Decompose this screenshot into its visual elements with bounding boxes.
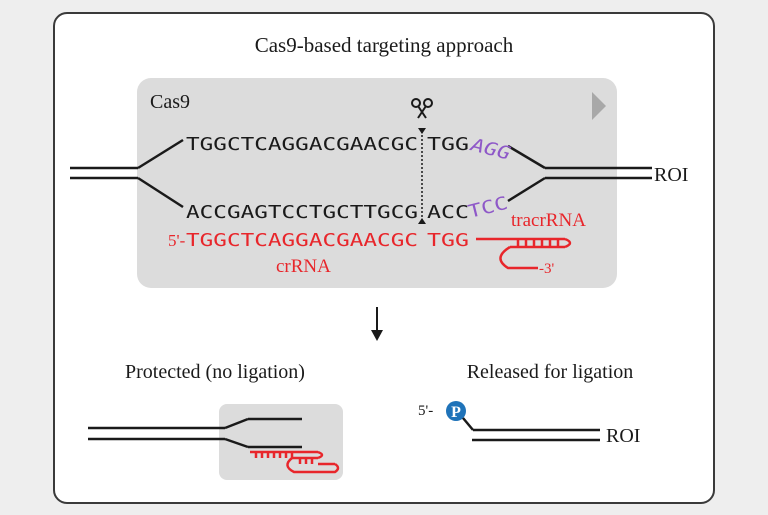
left-dna-duplex: [70, 138, 184, 209]
phosphate-icon: [446, 401, 466, 421]
play-icon: [592, 92, 606, 120]
protected-rna-hairpin: [250, 450, 340, 474]
roi-label-bottom: ROI: [606, 425, 640, 447]
right-dna-duplex: [507, 144, 652, 203]
crrna-label: crRNA: [276, 256, 331, 277]
down-arrow-icon: [371, 307, 383, 341]
released-label: Released for ligation: [467, 361, 634, 383]
tracrrna-label: tracrRNA: [511, 210, 586, 231]
protected-cas9-box: [219, 404, 343, 480]
top-strand-tail: TGG: [427, 134, 469, 155]
five-prime-label: 5'-: [418, 403, 433, 419]
crrna-sequence: TGGCTCAGGACGAACGC: [186, 230, 418, 251]
released-dna-duplex: [462, 417, 600, 442]
tracrrna-hairpin: [476, 237, 572, 270]
diagram-title: Cas9-based targeting approach: [255, 33, 514, 57]
scissors-icon: [411, 98, 433, 119]
crrna-tail: TGG: [427, 230, 469, 251]
cas9-label: Cas9: [150, 91, 190, 113]
bottom-strand-tail: ACC: [427, 202, 469, 223]
phosphate-label: P: [451, 404, 461, 421]
bottom-strand-sequence: ACCGAGTCCTGCTTGCG: [186, 202, 418, 223]
roi-label-top: ROI: [654, 164, 688, 186]
protected-dna-duplex: [88, 417, 302, 449]
cut-site-markers: [418, 128, 426, 224]
cas9-box: [137, 78, 617, 288]
crrna-prefix: 5'-: [168, 231, 186, 250]
three-prime-label: -3': [539, 261, 554, 277]
protected-label: Protected (no ligation): [125, 361, 305, 383]
top-strand-sequence: TGGCTCAGGACGAACGC: [186, 134, 418, 155]
